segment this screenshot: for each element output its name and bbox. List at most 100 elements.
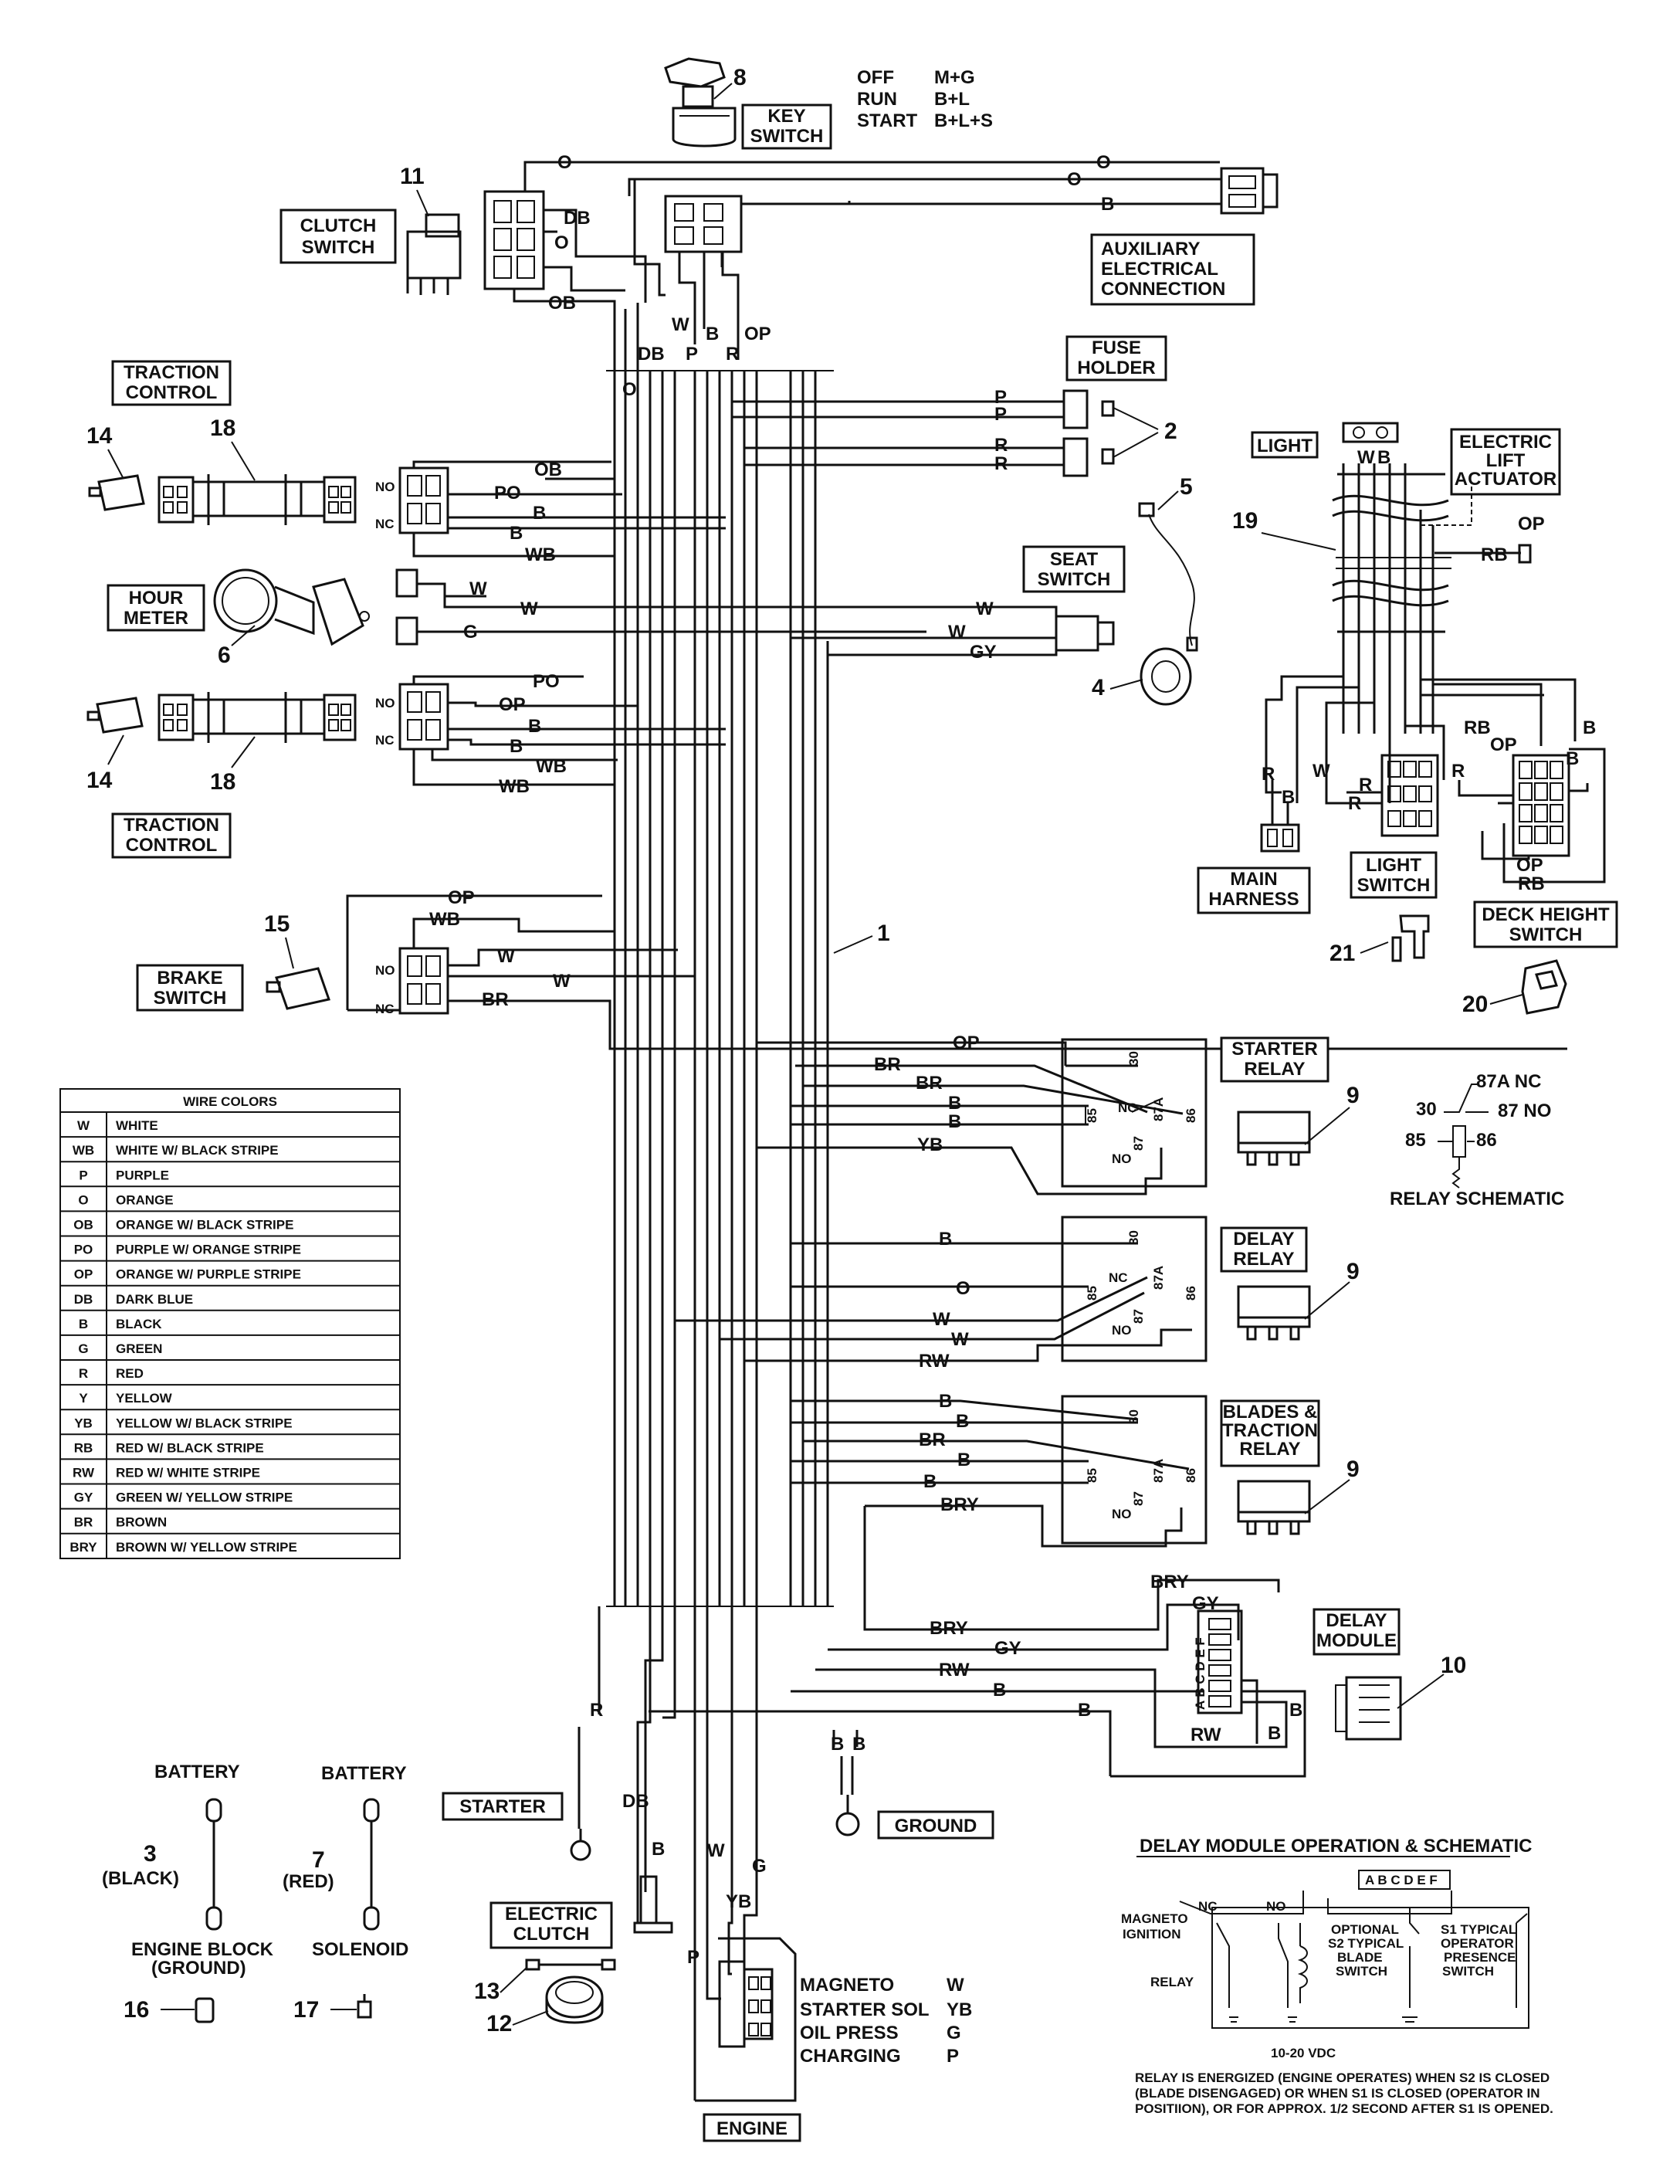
key-pos-off: OFF xyxy=(857,67,894,88)
wire-name-cell: RED W/ WHITE STRIPE xyxy=(116,1466,260,1480)
traction-control-label-2: CONTROL xyxy=(126,382,218,403)
wire-name-cell: DARK BLUE xyxy=(116,1292,193,1307)
wire-label-y: OP xyxy=(744,324,771,344)
seat-switch: SEAT SWITCH 5 4 W W GY xyxy=(791,474,1198,706)
delay-relay-label-2: RELAY xyxy=(1233,1249,1294,1270)
wire-label-w: W xyxy=(1357,447,1375,468)
lift-label-1: ELECTRIC xyxy=(1459,432,1552,453)
clutch-switch-label-2: SWITCH xyxy=(302,237,375,258)
ground-label: GROUND xyxy=(895,1816,977,1836)
wire-label-rb: RB xyxy=(1464,717,1491,738)
clutch-connector xyxy=(483,190,545,290)
wire-name-cell: BLACK xyxy=(116,1317,162,1331)
wire-name-cell: ORANGE W/ PURPLE STRIPE xyxy=(116,1267,301,1282)
wire-label-p: P xyxy=(686,344,698,365)
wire-label-w: W xyxy=(933,1309,950,1330)
wire-label-w: W xyxy=(553,971,571,992)
engine-block-label-2: (GROUND) xyxy=(151,1958,246,1979)
wire-label-w: W xyxy=(497,946,515,967)
wire-label-br: BR xyxy=(482,989,509,1010)
wire-label-o: O xyxy=(1067,169,1082,190)
wire-colors-title: WIRE COLORS xyxy=(183,1094,277,1109)
key-switch-title-1: KEY xyxy=(767,106,805,127)
delay-module-schematic: DELAY MODULE OPERATION & SCHEMATIC A B C… xyxy=(1121,1836,1553,2116)
wire-name-cell: BROWN xyxy=(116,1515,167,1530)
wire-code-cell: DB xyxy=(74,1292,93,1307)
blades-traction-relay: 30 85 86 87 87A NO B B BR B B BRY BLADES… xyxy=(791,1391,1360,1548)
callout-17: 17 xyxy=(293,1997,319,2023)
engine-pin-charging: CHARGING xyxy=(800,2046,901,2067)
seat-switch-label-1: SEAT xyxy=(1050,549,1099,570)
wire-code-cell: O xyxy=(78,1192,88,1207)
wire-label-y: OP xyxy=(953,1033,980,1053)
wire-label-rw: RW xyxy=(939,1660,970,1680)
pin-87: 87 xyxy=(1131,1136,1146,1151)
dm-note-2: (BLADE DISENGAGED) OR WHEN S1 IS CLOSED … xyxy=(1135,2086,1540,2101)
wire-label-b: B xyxy=(831,1734,844,1755)
brake-switch: 15 BRAKE SWITCH NO NC OP WB W W BR xyxy=(136,887,1567,1050)
starter-relay: 30 85 86 87 87A NC NO OP BR BR B B YB ST… xyxy=(757,1033,1360,1195)
dm-nc: NC xyxy=(1198,1899,1218,1914)
wire-name-cell: ORANGE W/ BLACK STRIPE xyxy=(116,1218,293,1233)
wire-label-r: R xyxy=(994,453,1008,474)
wire-name-cell: GREEN W/ YELLOW STRIPE xyxy=(116,1490,293,1505)
wire-label-o: O xyxy=(1096,152,1111,173)
wire-label-g: G xyxy=(752,1856,767,1877)
wire-label-r: R xyxy=(726,344,739,365)
wire-label-yb: YB xyxy=(917,1134,943,1155)
hour-meter: HOUR METER 6 W W G xyxy=(107,568,985,668)
traction-control-label-1: TRACTION xyxy=(124,362,219,383)
wire-label-bry: BRY xyxy=(1150,1572,1189,1592)
callout-21: 21 xyxy=(1329,941,1355,966)
wire-label-db: DB xyxy=(564,208,591,229)
main-harness-label-2: HARNESS xyxy=(1208,889,1299,910)
wire-label-br: BR xyxy=(916,1073,943,1094)
wire-label-wb: WB xyxy=(536,756,567,777)
wire-label-b: B xyxy=(956,1411,969,1432)
blades-relay-label-2: TRACTION xyxy=(1222,1420,1318,1441)
wire-code-cell: BR xyxy=(74,1515,93,1530)
key-conn-off: M+G xyxy=(934,67,975,88)
rs-87a: 87A NC xyxy=(1476,1071,1541,1092)
blades-relay-label-3: RELAY xyxy=(1239,1439,1300,1460)
pin-nc: NC xyxy=(1109,1270,1128,1285)
traction-control-upper: TRACTION CONTROL 18 14 xyxy=(86,360,357,525)
wire-label-po: PO xyxy=(533,671,560,692)
relay-schematic: 87A NC 30 87 NO 85 86 RELAY SCHEMATIC xyxy=(1390,1071,1564,1209)
battery-label-1: BATTERY xyxy=(154,1762,240,1782)
wire-name-cell: RED xyxy=(116,1366,144,1381)
pin-85: 85 xyxy=(1085,1108,1099,1123)
callout-15: 15 xyxy=(264,911,290,937)
pin-no: NO xyxy=(1112,1507,1132,1521)
wire-label-rw: RW xyxy=(1191,1724,1221,1745)
wire-label-o: W xyxy=(520,599,538,619)
pin-87a: 87A xyxy=(1151,1266,1166,1290)
callout-3: 3 xyxy=(144,1841,157,1867)
wire-label-b: B xyxy=(957,1450,970,1470)
wire-label-rb: RB xyxy=(1481,544,1508,565)
wire-label-o: O xyxy=(554,232,569,253)
dm-s2-3: BLADE xyxy=(1337,1950,1383,1965)
wire-label-o: W xyxy=(976,599,994,619)
wire-label-db: DB xyxy=(638,344,665,365)
rs-85: 85 xyxy=(1405,1130,1426,1151)
wire-label-p: P xyxy=(994,404,1007,425)
callout-9-c: 9 xyxy=(1346,1457,1360,1482)
dm-s1-1: S1 TYPICAL xyxy=(1441,1922,1516,1937)
wire-label-y: OP xyxy=(1490,734,1517,755)
wire-label-w: W xyxy=(1312,761,1330,782)
dm-s2-4: SWITCH xyxy=(1336,1964,1387,1979)
pin-no: NO xyxy=(1112,1151,1132,1166)
pin-87: 87 xyxy=(1131,1491,1146,1506)
wire-label-b: B xyxy=(923,1471,937,1492)
callout-9: 9 xyxy=(1346,1083,1360,1108)
wire-label-b: B xyxy=(533,503,546,524)
dm-s2-2: S2 TYPICAL xyxy=(1328,1936,1404,1951)
wire-label-b: B xyxy=(1101,194,1114,215)
rs-87: 87 NO xyxy=(1498,1100,1551,1121)
wire-label-r: R xyxy=(590,1700,603,1721)
lift-label-2: LIFT xyxy=(1486,450,1526,471)
wire-label-b: B xyxy=(1583,717,1596,738)
delay-module-label-2: MODULE xyxy=(1316,1630,1397,1651)
